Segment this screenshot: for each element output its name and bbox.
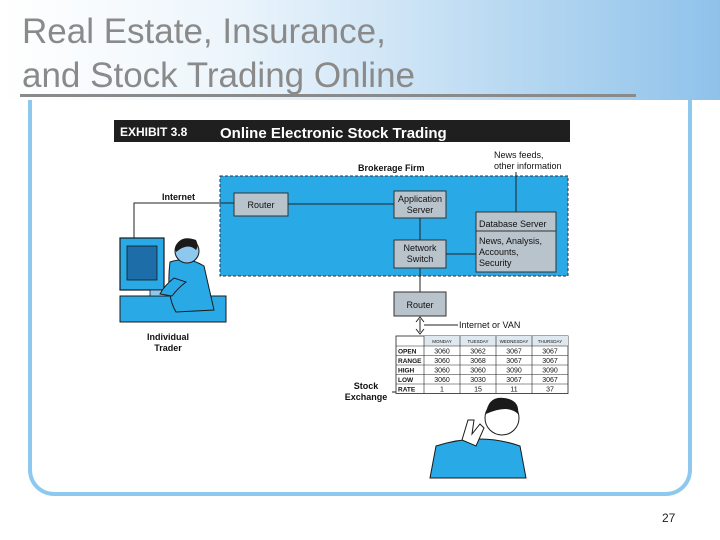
stock-board-day-header: MONDAY <box>432 339 451 344</box>
db-line-2: Accounts, <box>479 247 519 257</box>
exhibit-label: EXHIBIT 3.8 <box>120 125 188 139</box>
stock-board-cell: 3060 <box>434 349 450 356</box>
network-switch-line-1: Network <box>403 243 437 253</box>
router-bottom-box <box>393 291 447 317</box>
stock-board-cell: 3060 <box>434 377 450 384</box>
stock-board-day-header: TUESDAY <box>468 339 489 344</box>
stock-board-cell: 1 <box>440 387 444 394</box>
exhibit-title: Online Electronic Stock Trading <box>220 125 447 142</box>
title-underline <box>20 94 636 97</box>
content-frame <box>28 100 692 496</box>
stock-board-day-header: THURSDAY <box>538 339 562 344</box>
stock-board-cell: 3067 <box>506 377 522 384</box>
van-arrow-head-up <box>415 316 425 323</box>
title-line-2: and Stock Trading Online <box>22 56 416 95</box>
stock-board-cell: 3067 <box>506 349 522 356</box>
exchange-person-body <box>429 438 527 479</box>
app-server-line-1: Application <box>398 194 442 204</box>
exchange-person-hair <box>486 397 519 414</box>
stock-board-cell: 3090 <box>542 368 558 375</box>
exchange-person-illustration <box>429 397 527 479</box>
stock-board-cell: 3067 <box>506 358 522 365</box>
stock-board-row-label: LOW <box>398 377 414 384</box>
db-line-1: News, Analysis, <box>479 236 542 246</box>
db-line-3: Security <box>479 258 512 268</box>
internet-link <box>133 202 234 238</box>
trader-label-line-1: Individual <box>147 332 189 342</box>
network-switch-box <box>393 239 447 269</box>
stock-board-row-label: OPEN <box>398 349 417 356</box>
router-top-label: Router <box>247 200 274 210</box>
router-bottom-label: Router <box>406 300 433 310</box>
stock-board-cell: 3067 <box>542 358 558 365</box>
stock-board-cell: 15 <box>474 387 482 394</box>
stock-board-row-label: RANGE <box>398 358 422 365</box>
news-feeds-line-1: News feeds, <box>494 150 544 160</box>
van-arrow-head-down <box>415 328 425 335</box>
stock-board-cell: 3067 <box>542 349 558 356</box>
stock-board-cell: 3068 <box>470 358 486 365</box>
page-number: 27 <box>662 511 676 525</box>
internet-label: Internet <box>162 192 195 202</box>
app-server-line-2: Server <box>407 205 434 215</box>
stock-board-cell: 3090 <box>506 368 522 375</box>
stock-board-cell: 37 <box>546 387 554 394</box>
title-bar <box>0 0 720 100</box>
trader-hair <box>175 238 198 252</box>
exchange-person-hand <box>461 419 485 447</box>
brokerage-firm-label: Brokerage Firm <box>358 163 425 173</box>
network-switch-line-2: Switch <box>407 254 434 264</box>
stock-exchange-line-2: Exchange <box>345 392 388 402</box>
news-feeds-line-2: other information <box>494 161 562 171</box>
database-server-box <box>475 211 557 273</box>
trader-label-line-2: Trader <box>154 343 182 353</box>
stock-board-cell: 11 <box>510 387 517 394</box>
stock-board-cell: 3062 <box>470 349 486 356</box>
stock-board-cell: 3060 <box>470 368 486 375</box>
exhibit-header <box>114 120 570 142</box>
title-line-1: Real Estate, Insurance, <box>22 12 386 51</box>
stock-board-cell: 3067 <box>542 377 558 384</box>
stock-board: MONDAY TUESDAY WEDNESDAY THURSDAY OPEN 3060 30… <box>395 335 569 394</box>
application-server-box <box>393 190 447 219</box>
stock-exchange-line-1: Stock <box>354 381 380 391</box>
internet-or-van-label: Internet or VAN <box>459 320 520 330</box>
slide-title: Real Estate, Insurance, and Stock Tradin… <box>22 10 415 98</box>
database-server-label: Database Server <box>479 219 547 229</box>
stock-board-row-label: RATE <box>398 387 416 394</box>
individual-trader-illustration <box>119 237 227 323</box>
stock-board-cell: 3030 <box>470 377 486 384</box>
stock-board-day-header: WEDNESDAY <box>500 339 529 344</box>
trader-arm <box>159 277 188 297</box>
stock-board-cell: 3060 <box>434 368 450 375</box>
stock-board-cell: 3060 <box>434 358 450 365</box>
trader-monitor-screen <box>126 245 158 281</box>
stock-board-row-label: HIGH <box>398 368 415 375</box>
